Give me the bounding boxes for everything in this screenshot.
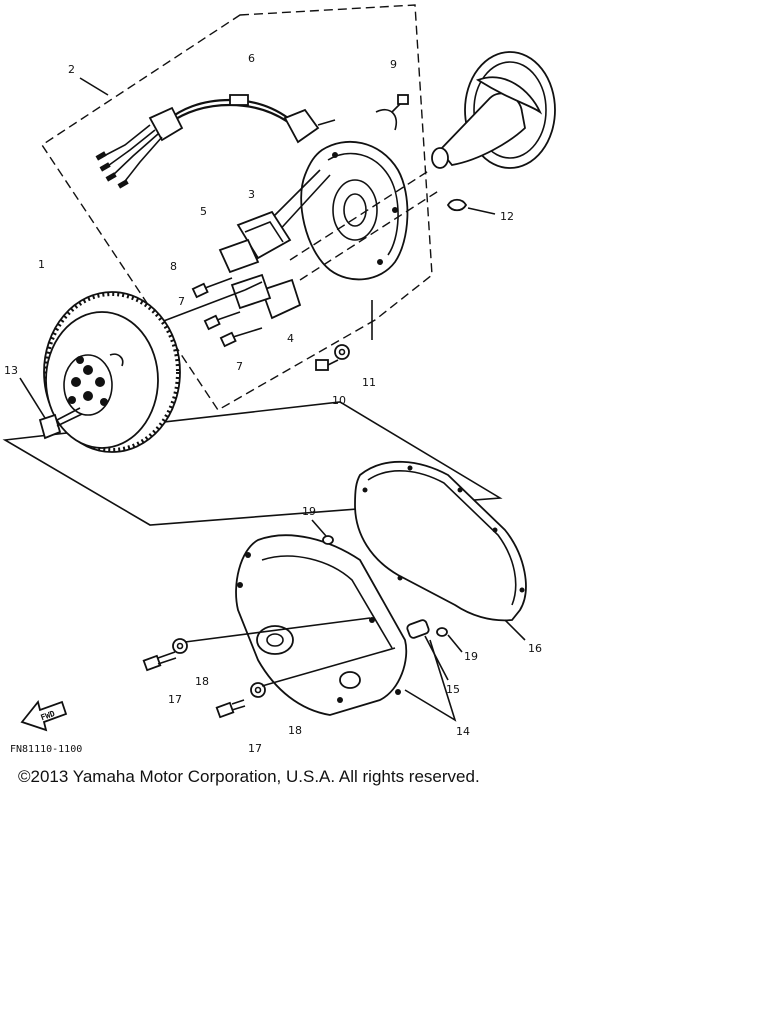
leader-15 <box>424 635 449 681</box>
callout-1: 1 <box>38 258 45 271</box>
screw-10 <box>315 359 339 371</box>
bolt-17a <box>142 651 177 672</box>
callout-17a: 17 <box>168 693 182 706</box>
callout-18a: 18 <box>195 675 209 688</box>
callout-17b: 17 <box>248 742 262 755</box>
screw-7b <box>219 327 263 348</box>
woodruff-key-12 <box>446 198 496 215</box>
callout-16: 16 <box>528 642 542 655</box>
copyright-notice: ©2013 Yamaha Motor Corporation, U.S.A. A… <box>18 767 480 786</box>
callout-19b: 19 <box>464 650 478 663</box>
screw-8 <box>191 277 233 299</box>
leader-19b <box>447 634 463 653</box>
callout-7b: 7 <box>236 360 243 373</box>
callout-15: 15 <box>446 683 460 696</box>
washer-18b <box>250 682 266 698</box>
callout-5: 5 <box>200 205 207 218</box>
lead-wire-harness <box>95 94 397 189</box>
screw-9 <box>391 94 409 113</box>
callout-4: 4 <box>287 332 294 345</box>
washer-18a <box>172 638 188 654</box>
callout-6: 6 <box>248 52 255 65</box>
leader-16 <box>504 619 526 641</box>
stator-base-plate <box>264 141 409 281</box>
figure-code: FN81110-1100 <box>10 744 82 755</box>
callout-3: 3 <box>248 188 255 201</box>
cover-gasket <box>354 460 527 622</box>
flywheel-group-outline <box>2 401 503 526</box>
flywheel-bolt-13 <box>19 377 83 440</box>
screw-7a <box>203 311 241 331</box>
washer-11 <box>334 344 350 360</box>
leader-14 <box>404 639 457 722</box>
dowel-pin-15 <box>406 619 430 639</box>
fwd-arrow-icon: FWD <box>20 700 68 732</box>
lighting-coil <box>230 273 302 320</box>
callout-11: 11 <box>362 376 376 389</box>
callout-9: 9 <box>390 58 397 71</box>
bolt-17b <box>215 699 246 719</box>
callout-2: 2 <box>68 63 75 76</box>
dowel-pin-19a <box>322 535 334 545</box>
stator-assembly-leader <box>79 77 109 96</box>
flywheel-rotor <box>43 291 181 453</box>
callout-7a: 7 <box>178 295 185 308</box>
callout-19a: 19 <box>302 505 316 518</box>
callout-13: 13 <box>4 364 18 377</box>
dowel-pin-19b <box>436 627 448 637</box>
callout-10: 10 <box>332 394 346 407</box>
charge-coil <box>218 210 292 274</box>
alignment-line-e <box>184 617 371 643</box>
leader-19a <box>311 519 327 537</box>
crankcase-hub <box>431 51 556 169</box>
stator-assembly-group-outline <box>41 4 433 411</box>
alignment-line-f <box>261 647 396 687</box>
callout-18b: 18 <box>288 724 302 737</box>
callout-8: 8 <box>170 260 177 273</box>
callout-14: 14 <box>456 725 470 738</box>
callout-12: 12 <box>500 210 514 223</box>
